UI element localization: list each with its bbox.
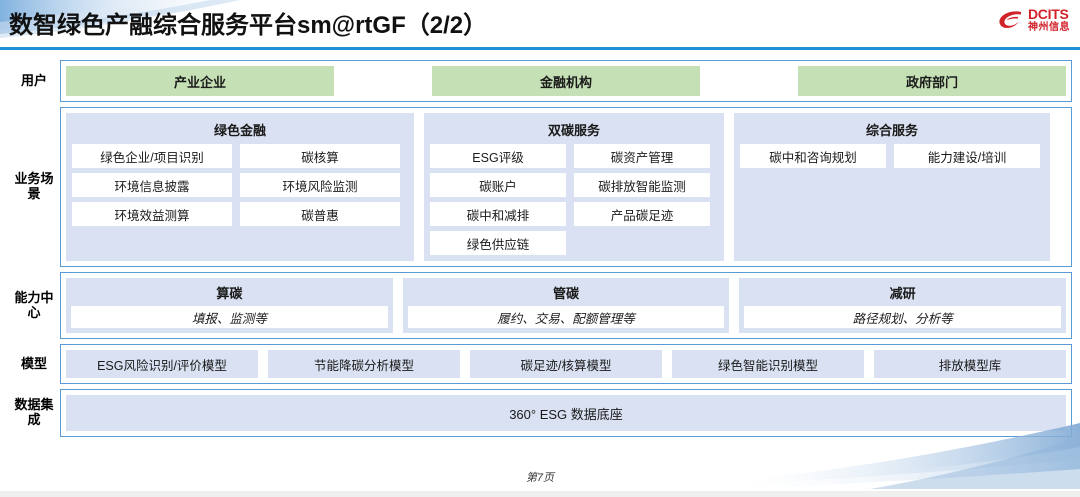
- scenario-spacer: [740, 202, 1044, 226]
- row-data-integration: 数据集成 360° ESG 数据底座: [8, 389, 1072, 437]
- dcits-swirl-logo-icon: [998, 9, 1024, 31]
- scenario-item[interactable]: 能力建设/培训: [894, 144, 1040, 168]
- row-label-business-scenarios: 业务场景: [14, 171, 54, 201]
- capability-group-reduction-research: 减研 路径规划、分析等: [739, 278, 1067, 333]
- scenario-item[interactable]: 环境效益测算: [72, 202, 232, 226]
- page-number: 第7页: [525, 472, 555, 484]
- scenario-item[interactable]: 碳中和咨询规划: [740, 144, 886, 168]
- model-item[interactable]: ESG风险识别/评价模型: [66, 350, 258, 378]
- row-users: 用户 产业企业 金融机构 政府部门: [8, 60, 1072, 102]
- capability-group-subtitle[interactable]: 填报、监测等: [71, 306, 388, 328]
- scenario-group-title: 双碳服务: [547, 123, 600, 138]
- scenario-item[interactable]: 环境风险监测: [240, 173, 400, 197]
- scenario-item[interactable]: 碳核算: [240, 144, 400, 168]
- row-body-business-scenarios: 绿色金融 绿色企业/项目识别 碳核算 环境信息披露 环境风险监测 环境效益测算 …: [60, 107, 1072, 267]
- scenario-item[interactable]: 碳中和减排: [430, 202, 566, 226]
- scenario-group-title: 综合服务: [865, 123, 918, 138]
- row-body-models: ESG风险识别/评价模型 节能降碳分析模型 碳足迹/核算模型 绿色智能识别模型 …: [60, 344, 1072, 384]
- scenario-item[interactable]: 碳排放智能监测: [574, 173, 710, 197]
- logo-text-cn: 神州信息: [1028, 22, 1070, 33]
- scenario-spacer: [740, 173, 1044, 197]
- scenario-item[interactable]: 绿色企业/项目识别: [72, 144, 232, 168]
- scenario-item[interactable]: 产品碳足迹: [574, 202, 710, 226]
- scenario-item[interactable]: 碳账户: [430, 173, 566, 197]
- capability-group-subtitle[interactable]: 履约、交易、配额管理等: [407, 306, 725, 328]
- row-label-models: 模型: [20, 355, 47, 371]
- architecture-diagram: 用户 产业企业 金融机构 政府部门 业务场景 绿色金融 绿色企业/项目识别 碳核…: [8, 60, 1072, 442]
- logo-text-en: DCITS: [1028, 6, 1069, 22]
- row-body-capability-center: 算碳 填报、监测等 管碳 履约、交易、配额管理等 减研 路径规划、分析等: [60, 272, 1072, 339]
- capability-group-carbon-accounting: 算碳 填报、监测等: [66, 278, 393, 333]
- capability-group-title: 管碳: [553, 286, 580, 301]
- row-label-capability-center: 能力中心: [14, 289, 54, 320]
- scenario-item[interactable]: 碳普惠: [240, 202, 400, 226]
- row-body-users: 产业企业 金融机构 政府部门: [60, 60, 1072, 102]
- scenario-item[interactable]: ESG评级: [430, 144, 566, 168]
- scenario-group-comprehensive: 综合服务 碳中和咨询规划 能力建设/培训: [734, 113, 1050, 261]
- row-business-scenarios: 业务场景 绿色金融 绿色企业/项目识别 碳核算 环境信息披露 环境风险监测 环境…: [8, 107, 1072, 267]
- page-title: 数智绿色产融综合服务平台sm@rtGF（2/2）: [9, 12, 488, 39]
- scenario-item[interactable]: 环境信息披露: [72, 173, 232, 197]
- title-divider: [0, 47, 1080, 50]
- capability-group-title: 减研: [889, 286, 916, 301]
- data-foundation-bar[interactable]: 360° ESG 数据底座: [66, 395, 1066, 431]
- user-cell-industry[interactable]: 产业企业: [66, 66, 334, 96]
- capability-group-carbon-management: 管碳 履约、交易、配额管理等: [402, 278, 730, 333]
- model-item[interactable]: 绿色智能识别模型: [672, 350, 864, 378]
- slide-header: 数智绿色产融综合服务平台sm@rtGF（2/2） DCITS 神州信息: [0, 0, 1080, 50]
- user-cell-government[interactable]: 政府部门: [798, 66, 1066, 96]
- row-label-users: 用户: [20, 72, 47, 88]
- scenario-group-title: 绿色金融: [213, 123, 266, 138]
- row-models: 模型 ESG风险识别/评价模型 节能降碳分析模型 碳足迹/核算模型 绿色智能识别…: [8, 344, 1072, 384]
- row-capability-center: 能力中心 算碳 填报、监测等 管碳 履约、交易、配额管理等 减研 路径规划、分析…: [8, 272, 1072, 339]
- scenario-item[interactable]: 绿色供应链: [430, 231, 566, 255]
- scenario-group-green-finance: 绿色金融 绿色企业/项目识别 碳核算 环境信息披露 环境风险监测 环境效益测算 …: [66, 113, 414, 261]
- scenario-spacer: [72, 231, 408, 255]
- model-item[interactable]: 排放模型库: [874, 350, 1066, 378]
- row-body-data-integration: 360° ESG 数据底座: [60, 389, 1072, 437]
- capability-group-subtitle[interactable]: 路径规划、分析等: [744, 306, 1062, 328]
- capability-group-title: 算碳: [216, 286, 243, 301]
- model-item[interactable]: 碳足迹/核算模型: [470, 350, 662, 378]
- model-item[interactable]: 节能降碳分析模型: [268, 350, 460, 378]
- scenario-item[interactable]: 碳资产管理: [574, 144, 710, 168]
- row-label-data-integration: 数据集成: [14, 397, 54, 427]
- user-cell-finance[interactable]: 金融机构: [432, 66, 700, 96]
- scenario-group-dual-carbon: 双碳服务 ESG评级 碳资产管理 碳账户 碳排放智能监测 碳中和减排 产品碳足迹…: [424, 113, 724, 261]
- brand-logo: DCITS 神州信息: [998, 7, 1070, 33]
- bottom-strip: [0, 491, 1080, 497]
